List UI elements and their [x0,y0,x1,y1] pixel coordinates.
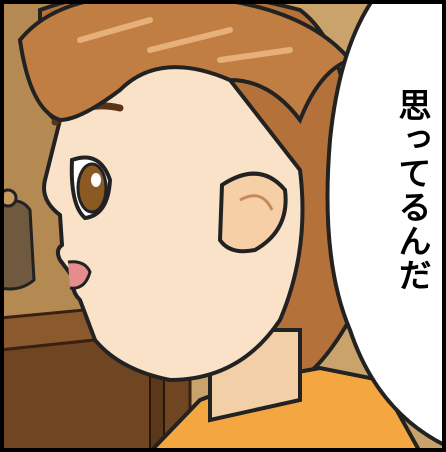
bag-knob [0,188,18,208]
speech-bubble-text: 思ってるんだ [393,88,432,292]
speech-bubble-shape [325,0,446,448]
eye-iris [76,162,108,214]
mouth [67,260,92,290]
hair-bangs [17,0,354,125]
bag-object [0,199,36,291]
ear [217,171,288,254]
ear-detail [239,194,274,211]
hair-highlight [77,17,293,63]
face [42,51,305,383]
eye-highlight [91,173,101,187]
